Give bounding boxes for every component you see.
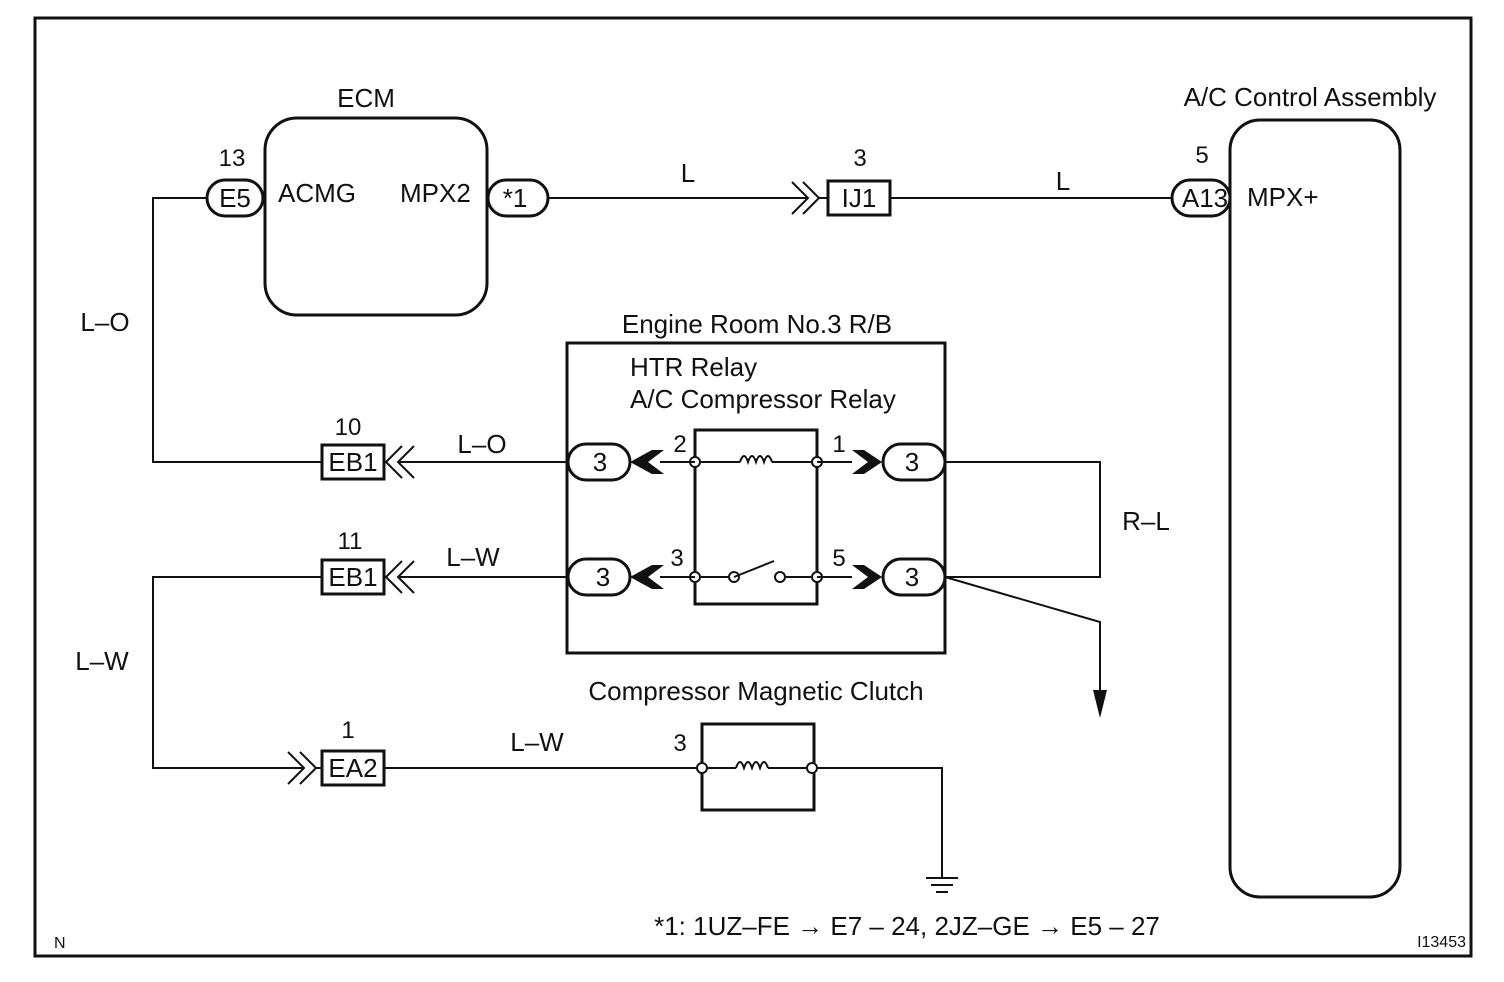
connector-a13-label: A13: [1182, 183, 1228, 213]
wire-label-lo-vertical: L–O: [80, 307, 129, 337]
chevron-right-icon: [287, 751, 306, 785]
ecm-title: ECM: [337, 83, 395, 113]
arrow-right-icon: [852, 565, 882, 589]
connector-ij1-pin: 3: [853, 145, 866, 172]
connector-e5: E5 13: [205, 145, 265, 218]
wire-rl-loop: [945, 461, 1101, 578]
relay-name-line1: HTR Relay: [630, 352, 757, 382]
connector-star1-label: *1: [503, 183, 528, 213]
connector-a13: A13 5: [1170, 142, 1232, 218]
wire-eb1-to-ea2: [152, 576, 322, 769]
connector-eb1-bottom-label: EB1: [328, 562, 377, 592]
ac-control-title: A/C Control Assembly: [1184, 82, 1437, 112]
connector-e5-label: E5: [219, 183, 251, 213]
clutch-title: Compressor Magnetic Clutch: [588, 676, 923, 706]
svg-text:3: 3: [593, 447, 607, 477]
ecm-acmg-terminal: ACMG: [278, 178, 356, 208]
wire-acmg-to-eb1: [152, 197, 322, 463]
clutch-pin: 3: [673, 730, 686, 757]
svg-text:3: 3: [905, 562, 919, 592]
relay-pin-1: 1: [832, 431, 845, 458]
relay-pin-2: 2: [673, 431, 686, 458]
wire-label-lw-bottom: L–W: [510, 727, 564, 757]
relay-switch-icon: [733, 560, 775, 578]
ecm-mpx2-terminal: MPX2: [400, 178, 471, 208]
wire-label-lw-horizontal: L–W: [446, 542, 500, 572]
connector-a13-pin: 5: [1195, 142, 1208, 169]
wire-label-l-left: L: [681, 158, 695, 188]
ground-icon: [926, 877, 958, 893]
connector-ij1-label: IJ1: [842, 183, 877, 213]
relay-name-line2: A/C Compressor Relay: [630, 384, 896, 414]
relay-pin-3: 3: [670, 545, 683, 572]
connector-ij1: IJ1 3: [826, 145, 892, 217]
arrow-left-icon: [630, 565, 664, 589]
relay-body: [693, 428, 819, 606]
relay-block: Engine Room No.3 R/B HTR Relay A/C Compr…: [565, 309, 947, 655]
connector-ea2-pin: 1: [341, 717, 354, 744]
clutch-coil-icon: [735, 761, 769, 772]
wire-branch-down: [944, 576, 1101, 695]
wire-label-lw-vertical: L–W: [75, 646, 129, 676]
figure-id: I13453: [1417, 934, 1466, 951]
wire-label-l-right: L: [1056, 166, 1070, 196]
wire-label-rl: R–L: [1122, 506, 1170, 536]
wire-clutch-to-ground: [817, 767, 943, 878]
arrow-left-icon: [630, 450, 664, 474]
svg-text:3: 3: [905, 447, 919, 477]
relay-block-title: Engine Room No.3 R/B: [622, 309, 892, 339]
arrow-right-icon: [852, 450, 882, 474]
svg-text:3: 3: [596, 562, 610, 592]
connector-ea2-label: EA2: [328, 753, 377, 783]
ecm-block: ECM ACMG MPX2: [263, 83, 489, 317]
ac-control-mpx-terminal: MPX+: [1247, 182, 1319, 212]
chevron-right-icon: [791, 181, 810, 215]
connector-e5-pin: 13: [219, 145, 246, 172]
arrow-down-icon: [1093, 690, 1107, 718]
chevron-left-icon: [384, 560, 403, 594]
connector-star1: *1: [486, 178, 550, 218]
relay-pin-5: 5: [832, 545, 845, 572]
footnote: *1: 1UZ–FE → E7 – 24, 2JZ–GE → E5 – 27: [654, 911, 1160, 941]
connector-eb1-bottom-pin: 11: [338, 528, 363, 555]
compressor-clutch: Compressor Magnetic Clutch 3: [588, 676, 924, 812]
ac-control-assembly: A/C Control Assembly MPX+: [1184, 82, 1437, 899]
relay-coil-icon: [739, 455, 773, 466]
chevron-left-icon: [384, 445, 403, 479]
connector-eb1-top: EB1 10: [320, 414, 386, 481]
corner-label-left: N: [54, 935, 66, 952]
connector-ea2: EA2 1: [320, 717, 386, 787]
connector-eb1-top-pin: 10: [335, 414, 362, 441]
connector-eb1-top-label: EB1: [328, 447, 377, 477]
connector-eb1-bottom: EB1 11: [320, 528, 386, 596]
wire-label-lo-horizontal: L–O: [457, 429, 506, 459]
diagram-frame: [33, 16, 1473, 958]
